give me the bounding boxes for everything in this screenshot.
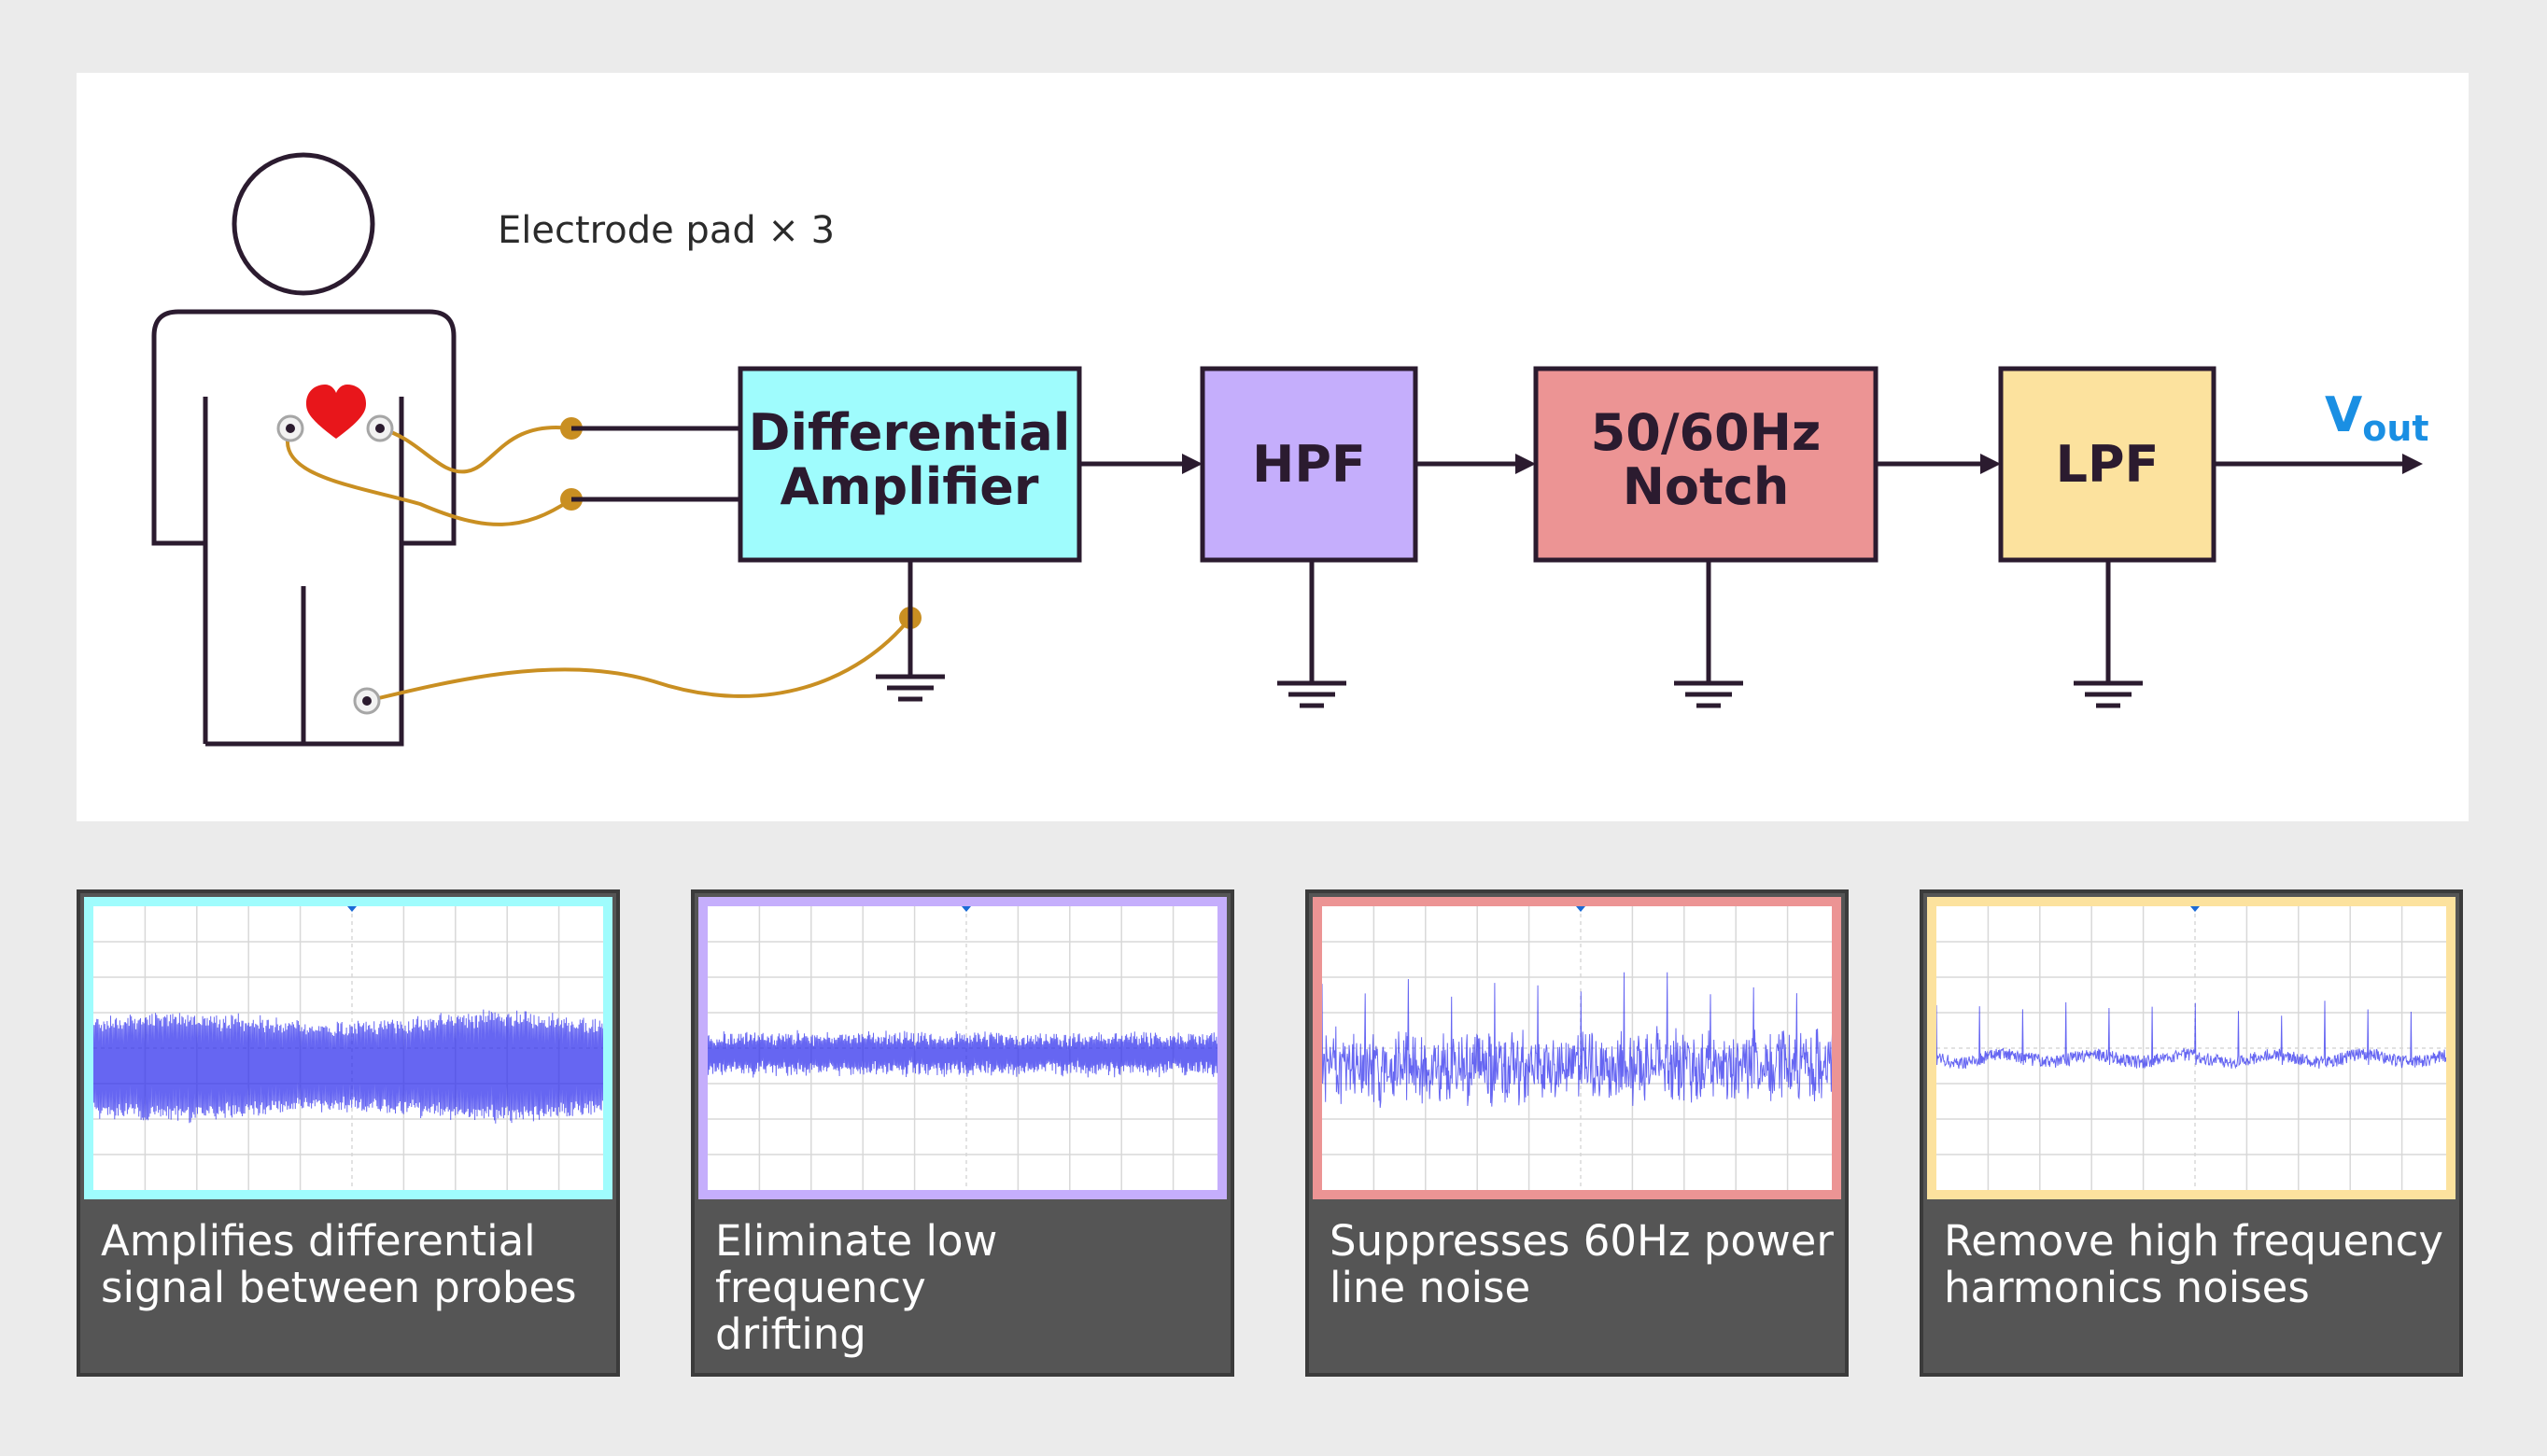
- electrode-pad-ground: [353, 687, 381, 715]
- ecg-signal-chain-diagram: Electrode pad × 3 Differential Amplifier…: [77, 73, 2469, 821]
- scope-screen: [698, 897, 1227, 1199]
- panel-caption: Suppresses 60Hz power line noise: [1330, 1216, 1834, 1312]
- trigger-marker-icon: [2190, 906, 2200, 912]
- heart-icon: [306, 385, 366, 439]
- block-label-line-1: Differential: [749, 403, 1071, 462]
- scope-trace-plot: [708, 906, 1217, 1190]
- output-label: Vout: [2325, 387, 2429, 449]
- scope-panel-amplified: Amplifies differential signal between pr…: [77, 889, 620, 1377]
- scope-panel-high-passed: Eliminate low frequency drifting: [691, 889, 1234, 1377]
- electrode-wires: [286, 425, 912, 703]
- block-hpf: HPF: [1200, 366, 1418, 563]
- scope-trace-plot: [1322, 906, 1832, 1190]
- signal-trace: [708, 1029, 1217, 1078]
- scope-grid: [1936, 906, 2446, 1190]
- signal-trace: [93, 1009, 603, 1124]
- block-label-line-2: Amplifier: [780, 457, 1038, 516]
- signal-trace: [1322, 972, 1832, 1108]
- scope-screen: [1927, 897, 2456, 1199]
- ground-symbol-amplifier-icon: [876, 560, 945, 702]
- scope-panel-low-passed: Remove high frequency harmonics noises: [1920, 889, 2463, 1377]
- trigger-marker-icon: [1576, 906, 1585, 912]
- amplifier-input-leads: [571, 426, 740, 502]
- block-notch: 50/60Hz Notch: [1533, 366, 1879, 563]
- signal-path-arrows: [1079, 454, 2423, 474]
- trigger-marker-icon: [962, 906, 971, 912]
- block-label-line-1: 50/60Hz: [1591, 403, 1822, 462]
- block-label-line-2: Notch: [1623, 457, 1790, 516]
- signal-trace: [1936, 1001, 2446, 1070]
- panel-caption: Eliminate low frequency drifting: [715, 1216, 998, 1359]
- scope-trace-plot: [1936, 906, 2446, 1190]
- trigger-marker-icon: [347, 906, 357, 912]
- electrode-pad-left: [276, 414, 304, 442]
- scope-screen: [1313, 897, 1841, 1199]
- scope-grid: [93, 906, 603, 1190]
- scope-screen: [84, 897, 612, 1199]
- scope-panel-notched: Suppresses 60Hz power line noise: [1305, 889, 1849, 1377]
- scope-trace-plot: [93, 906, 603, 1190]
- ground-symbol-lpf-icon: [2074, 560, 2143, 708]
- electrode-pad-label: Electrode pad × 3: [498, 209, 835, 252]
- ground-symbol-hpf-icon: [1277, 560, 1346, 708]
- block-lpf: LPF: [1998, 366, 2216, 563]
- block-label: LPF: [2056, 435, 2160, 494]
- ground-symbol-notch-icon: [1674, 560, 1743, 708]
- panel-caption: Amplifies differential signal between pr…: [101, 1216, 577, 1312]
- panel-caption: Remove high frequency harmonics noises: [1944, 1216, 2444, 1312]
- electrode-pad-right: [366, 414, 394, 442]
- block-differential-amplifier: Differential Amplifier: [738, 366, 1082, 563]
- human-figure-icon: [151, 152, 457, 747]
- block-label: HPF: [1252, 435, 1366, 494]
